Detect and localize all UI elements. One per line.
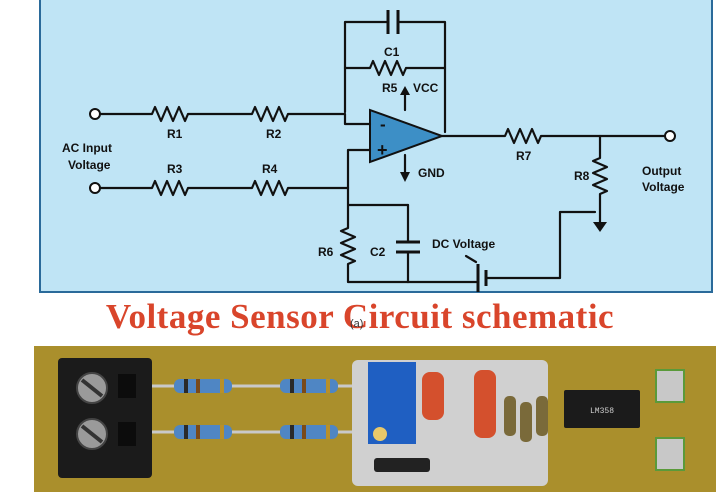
diode — [374, 458, 430, 472]
ic-chip: LM358 — [564, 390, 640, 428]
resistor-r3 — [98, 179, 350, 197]
label-r4: R4 — [262, 162, 278, 176]
output-pad-top — [655, 369, 685, 403]
label-output-line2: Voltage — [642, 180, 685, 194]
opamp-plus: + — [377, 140, 388, 160]
resistor-r5 — [343, 59, 447, 77]
capacitor-ceramic-1 — [422, 372, 444, 420]
page-title: Voltage Sensor Circuit schematic — [105, 297, 615, 336]
resistor-small-1 — [504, 396, 516, 436]
capacitor-c2 — [396, 203, 420, 284]
terminal-block — [58, 358, 152, 478]
label-r2: R2 — [266, 127, 282, 141]
capacitor-ceramic-2 — [474, 370, 496, 438]
label-r1: R1 — [167, 127, 183, 141]
resistor-r8 — [591, 134, 609, 224]
input-terminal-top — [89, 108, 101, 120]
label-output-line1: Output — [642, 164, 681, 178]
ic-chip-text: LM358 — [590, 407, 614, 416]
circuit-board-photo: LM358 — [34, 346, 716, 492]
circuit-schematic: C1 R5 VCC - + GND R1 R2 R3 R4 AC Input V… — [39, 0, 713, 293]
vcc-arrow-icon — [400, 86, 410, 95]
output-pad-bottom — [655, 437, 685, 471]
label-gnd: GND — [418, 166, 445, 180]
resistor-r1 — [98, 105, 372, 126]
opamp-minus: - — [380, 115, 386, 134]
label-c1: C1 — [384, 45, 400, 59]
label-r3: R3 — [167, 162, 183, 176]
resistor-r6 — [339, 186, 410, 284]
gnd-arrow-icon — [400, 172, 410, 182]
label-r7: R7 — [516, 149, 532, 163]
label-input-line2: Voltage — [68, 158, 111, 172]
resistor-row-bottom — [152, 425, 364, 439]
r8-ground-icon — [593, 222, 607, 232]
resistor-small-3 — [536, 396, 548, 436]
resistor-small-2 — [520, 402, 532, 442]
label-dc-voltage: DC Voltage — [432, 237, 495, 251]
label-vcc: VCC — [413, 81, 439, 95]
capacitor-c1 — [343, 10, 447, 134]
resistor-r7 — [440, 127, 667, 145]
label-input-line1: AC Input — [62, 141, 112, 155]
resistor-row-top — [152, 379, 364, 393]
output-terminal — [664, 130, 676, 142]
figure-label: (a) — [350, 318, 364, 330]
label-r6: R6 — [318, 245, 334, 259]
potentiometer — [368, 362, 416, 444]
label-r5: R5 — [382, 81, 398, 95]
label-c2: C2 — [370, 245, 386, 259]
opamp-triangle — [369, 108, 445, 164]
input-terminal-bottom — [89, 182, 101, 194]
dc-voltage-source — [406, 210, 597, 292]
label-r8: R8 — [574, 169, 590, 183]
noninverting-wire — [346, 148, 372, 190]
